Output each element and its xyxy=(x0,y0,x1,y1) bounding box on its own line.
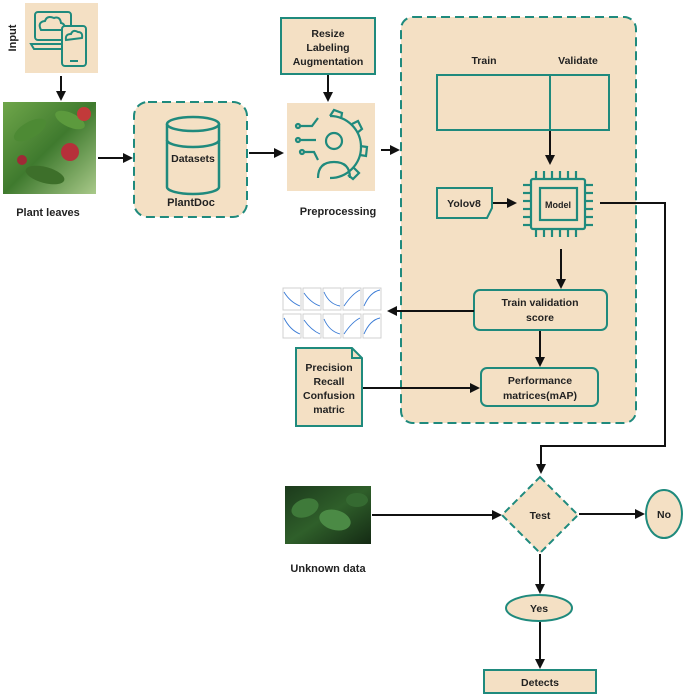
metric-recall: Recall xyxy=(314,376,345,388)
train-val-score-line1: Train validation xyxy=(501,297,578,309)
no-node: No xyxy=(645,489,683,539)
yes-label: Yes xyxy=(530,603,548,615)
detects-label: Detects xyxy=(521,677,559,689)
train-val-score-line2: score xyxy=(526,312,554,324)
test-label: Test xyxy=(530,510,551,522)
detects-box: Detects xyxy=(483,669,597,694)
plantdoc-box: Datasets PlantDoc xyxy=(133,101,248,218)
datasets-label: Datasets xyxy=(171,153,215,165)
plant-leaves-label: Plant leaves xyxy=(16,207,80,219)
ai-gear-icon xyxy=(294,108,369,181)
yes-node: Yes xyxy=(505,594,573,622)
metric-precision: Precision xyxy=(305,362,352,374)
arrow-model-to-test xyxy=(536,202,666,474)
yolov8-label: Yolov8 xyxy=(447,198,481,210)
validate-label: Validate xyxy=(558,55,598,67)
preproc-step-augmentation: Augmentation xyxy=(293,56,364,68)
unknown-data-image xyxy=(285,486,371,544)
plant-leaves-image xyxy=(3,102,96,194)
unknown-data-label: Unknown data xyxy=(290,563,366,575)
model-chip: Model xyxy=(523,171,593,237)
train-label: Train xyxy=(471,55,496,67)
performance-box: Performance matrices(mAP) xyxy=(480,367,599,407)
plantdoc-label: PlantDoc xyxy=(167,197,215,209)
no-label: No xyxy=(657,509,671,521)
yolov8-box: Yolov8 xyxy=(436,187,493,219)
performance-line1: Performance xyxy=(508,375,572,387)
preproc-step-resize: Resize xyxy=(311,28,344,40)
preprocessing-label: Preprocessing xyxy=(300,206,376,218)
metric-matric: matric xyxy=(313,404,345,416)
model-label: Model xyxy=(545,200,571,210)
metrics-document: Precision Recall Confusion matric xyxy=(295,347,363,427)
devices-icon xyxy=(29,11,87,67)
performance-line2: matrices(mAP) xyxy=(503,390,577,402)
preprocessing-steps-box: Resize Labeling Augmentation xyxy=(280,17,376,75)
preprocessing-box xyxy=(287,103,375,191)
input-label: Input xyxy=(7,24,19,51)
database-icon xyxy=(165,115,221,196)
preproc-step-labeling: Labeling xyxy=(306,42,349,54)
training-plots-thumbnail xyxy=(281,285,384,341)
test-decision: Test xyxy=(500,475,580,555)
train-validate-split xyxy=(436,74,610,131)
metric-confusion: Confusion xyxy=(303,390,355,402)
input-box xyxy=(25,3,98,73)
train-validation-score-box: Train validation score xyxy=(473,289,608,331)
